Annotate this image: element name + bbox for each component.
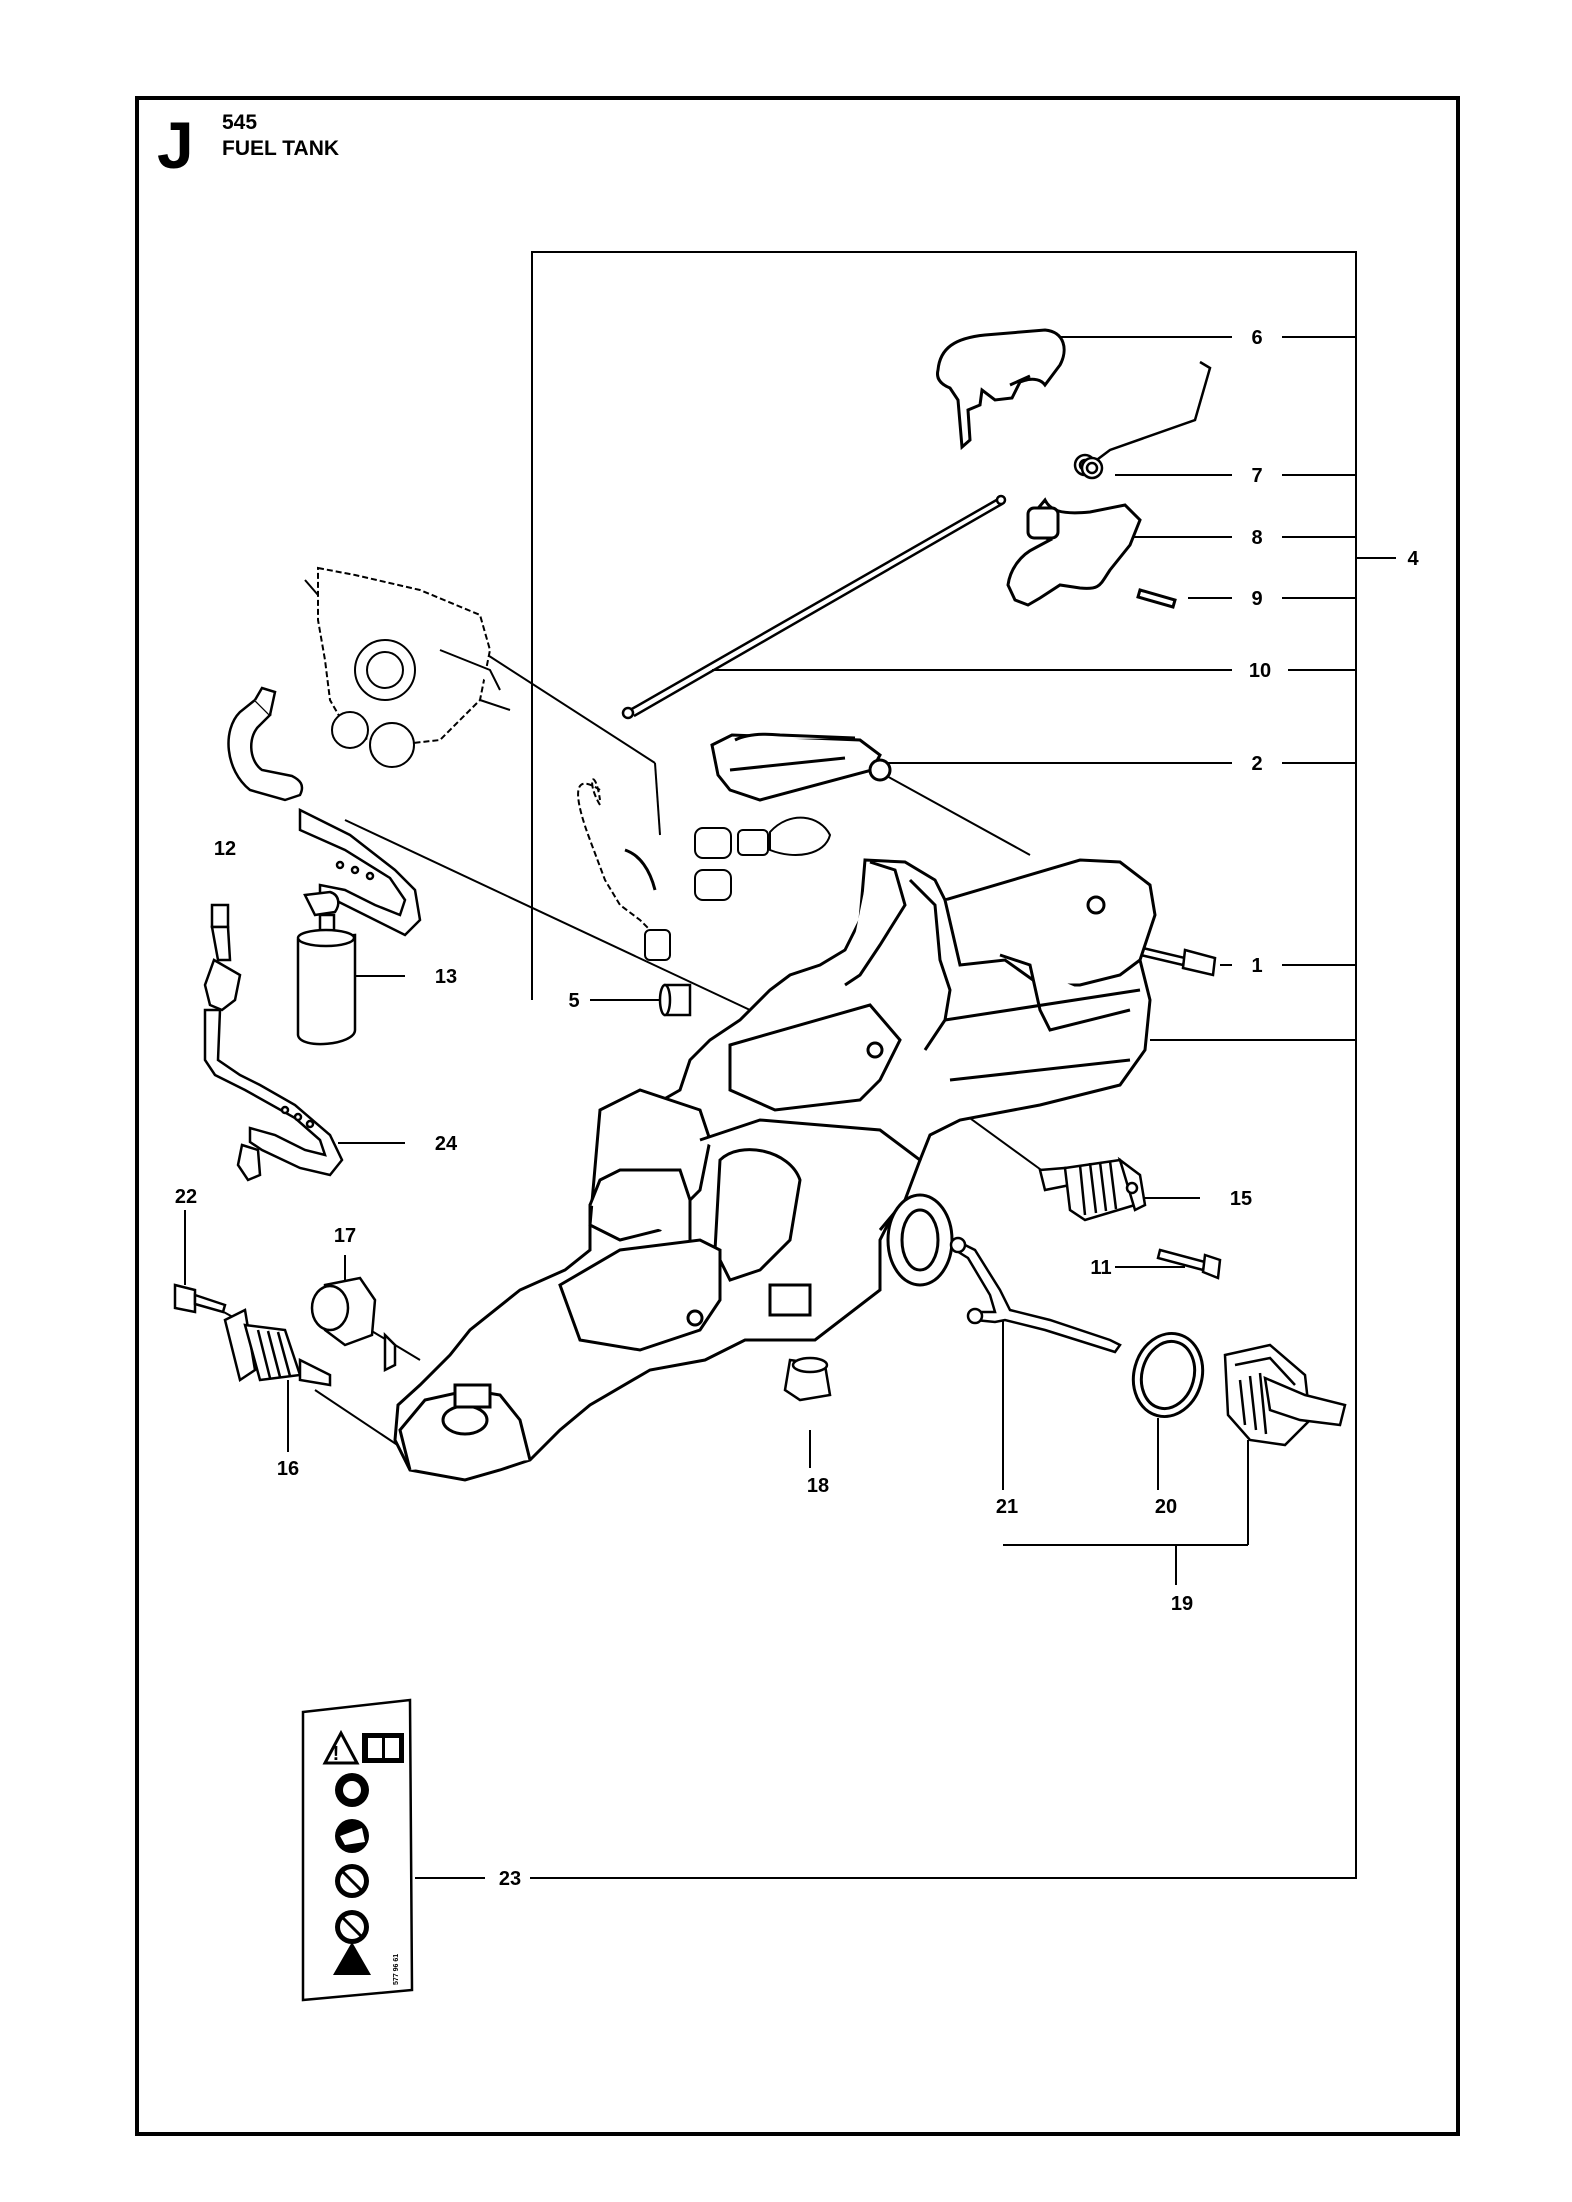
- guide-16: [314, 1389, 406, 1451]
- callout-13: 13: [435, 966, 457, 988]
- section-letter: J: [157, 108, 194, 182]
- part-23-warning-decal: ! 577 96 61: [301, 1698, 414, 2002]
- callout-22: 22: [175, 1186, 197, 1208]
- callout-16: 16: [277, 1458, 299, 1480]
- callout-5: 5: [568, 990, 579, 1012]
- part-24-fuel-hose-assembly: [203, 903, 344, 1182]
- fuel-tank-housing: [393, 848, 1157, 1482]
- part-18-plug: [783, 1356, 832, 1402]
- callout-6: 6: [1251, 327, 1262, 349]
- part-10-throttle-rod: [621, 494, 1007, 720]
- callout-9: 9: [1251, 588, 1262, 610]
- part-19-fuel-cap: [1223, 1343, 1347, 1447]
- part-6-handle-cover: [936, 328, 1066, 451]
- hazard-triangle-icon: [333, 1942, 371, 1975]
- callout-11: 11: [1090, 1257, 1111, 1279]
- callout-labels: 6 7 8 4 9 10 2 1 5 12 13 24 15 11 22 17 …: [175, 327, 1420, 1890]
- part-11-screw: [1156, 1248, 1222, 1280]
- part-12-fuel-hose: [227, 686, 422, 937]
- fuel-return-line: [577, 778, 832, 961]
- part-13-fuel-filter: [296, 890, 357, 1046]
- guide-handle: [884, 774, 1031, 856]
- page-border: [135, 96, 1460, 2136]
- callout-10: 10: [1249, 660, 1271, 682]
- decal-code: 577 96 61: [393, 1954, 400, 1985]
- part-5-fitting: [658, 983, 692, 1017]
- part-21-fuel-pickup: [949, 1236, 1122, 1354]
- section-title: FUEL TANK: [222, 137, 340, 160]
- part-15-av-spring: [1038, 1156, 1147, 1222]
- part-17-av-rubber: [310, 1276, 397, 1373]
- callout-1: 1: [1251, 955, 1262, 977]
- part-22-screw: [173, 1283, 227, 1314]
- svg-text:!: !: [333, 1743, 340, 1765]
- callout-7: 7: [1251, 465, 1262, 487]
- leader-lines: [184, 251, 1396, 1879]
- callout-4: 4: [1407, 548, 1419, 570]
- guide-carb: [482, 651, 656, 764]
- model-number: 545: [222, 111, 258, 134]
- guide-carb2: [654, 762, 661, 836]
- callout-12: 12: [214, 838, 236, 860]
- callout-8: 8: [1251, 527, 1262, 549]
- callout-17: 17: [334, 1225, 356, 1247]
- carburettor-assembly: [304, 566, 511, 768]
- callout-20: 20: [1155, 1496, 1177, 1518]
- warning-triangle-icon: [322, 1729, 360, 1765]
- callout-23: 23: [499, 1868, 521, 1890]
- part-8-throttle-trigger: [1006, 497, 1142, 607]
- callout-24: 24: [435, 1133, 458, 1155]
- part-20-o-ring: [1131, 1331, 1205, 1419]
- part-7-spring: [1073, 360, 1212, 480]
- callout-15: 15: [1230, 1188, 1252, 1210]
- part-9-pin: [1136, 588, 1177, 609]
- callout-2: 2: [1251, 753, 1262, 775]
- part-2-handle-insert: [710, 732, 892, 802]
- callout-19: 19: [1171, 1593, 1193, 1615]
- guide-hose: [344, 819, 751, 1011]
- group-bracket: [530, 251, 1357, 1879]
- callout-21: 21: [996, 1496, 1018, 1518]
- part-16-av-spring: [223, 1308, 332, 1387]
- callout-18: 18: [807, 1475, 829, 1497]
